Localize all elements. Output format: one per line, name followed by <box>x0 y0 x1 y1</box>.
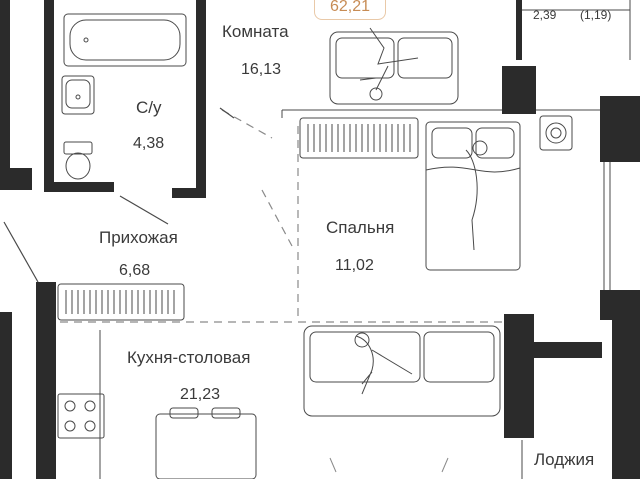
total-area-badge: 62,21 <box>314 0 386 20</box>
right-edge <box>612 320 640 479</box>
right-wall-vertical <box>600 96 640 162</box>
room-name-komnata: Комната <box>222 22 289 41</box>
doors <box>3 107 235 283</box>
bathroom-wall-left <box>0 0 10 190</box>
room-area-prikhozhaya: 6,68 <box>119 262 151 279</box>
right-wall-lower <box>600 290 640 320</box>
kitchen-counter <box>57 330 105 479</box>
floor-marks <box>329 457 449 473</box>
sink <box>61 75 95 115</box>
toilet <box>63 141 93 180</box>
hall-wall-left <box>36 282 56 479</box>
washing-machine <box>539 115 573 151</box>
total-area-value: 62,21 <box>329 0 371 15</box>
radiator-bedroom <box>299 117 419 159</box>
outer-wall-left-lower <box>0 312 12 479</box>
zone-borders <box>60 109 504 323</box>
room-name-kukhnya: Кухня-столовая <box>127 348 251 367</box>
room-area-komnata: 16,13 <box>241 61 282 78</box>
room-name-prikhozhaya: Прихожая <box>99 228 178 247</box>
room-area-kukhnya: 21,23 <box>180 386 221 403</box>
bathroom-wall-bottom-right <box>172 188 206 198</box>
bathroom-wall-inner-left <box>44 0 54 190</box>
bathroom-wall-bottom-left <box>44 182 114 192</box>
outer-wall-left-block <box>0 168 32 190</box>
loggia-wall-step <box>534 342 602 358</box>
bathtub <box>63 13 187 67</box>
window-lines <box>281 0 631 479</box>
dining-table <box>155 407 257 479</box>
bathroom-wall-right <box>196 0 206 198</box>
top-right-stub <box>516 0 522 60</box>
room-name-su: С/у <box>136 98 162 117</box>
loggia-wall <box>504 314 534 438</box>
room-area-su: 4,38 <box>133 135 165 152</box>
bed <box>425 121 521 271</box>
right-wall-mid <box>512 66 536 114</box>
balcony-area: 2,39 <box>533 8 557 22</box>
room-name-spalnya: Спальня <box>326 218 395 237</box>
room-area-spalnya: 11,02 <box>335 257 374 274</box>
sofa-kitchen <box>303 325 501 417</box>
sofa-top <box>329 27 459 105</box>
room-name-lodzhiya: Лоджия <box>534 450 595 469</box>
radiator-hall <box>57 283 185 321</box>
balcony-area-coef: (1,19) <box>580 8 612 22</box>
